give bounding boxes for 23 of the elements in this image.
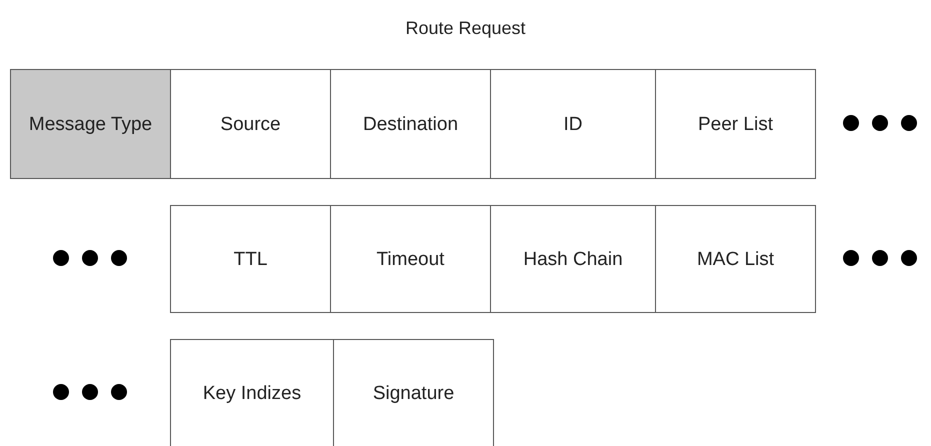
packet-field: [10, 69, 171, 179]
packet-field: [490, 205, 656, 313]
packet-field: [490, 69, 656, 179]
field-name: ID: [564, 112, 582, 136]
packet-field: [655, 205, 816, 313]
field-name: TTL: [234, 248, 268, 270]
field-name: Timeout: [376, 248, 444, 270]
diagram-title: Route Request: [405, 18, 526, 39]
field-name: Source: [220, 112, 281, 136]
field-name: Signature: [372, 382, 454, 404]
packet-field: [330, 205, 491, 313]
packet-field: [330, 69, 491, 179]
field-name: Peer List: [698, 112, 773, 136]
packet-field: [333, 339, 494, 446]
field-name: Message Type: [28, 112, 152, 136]
packet-field: [170, 69, 331, 179]
packet-field: [655, 69, 816, 179]
field-name: Destination: [362, 112, 458, 136]
packet-field: [170, 339, 334, 446]
field-name: Key Indizes: [202, 382, 302, 404]
field-name: Hash Chain: [523, 248, 623, 270]
field-name: MAC List: [696, 248, 774, 270]
packet-field: [170, 205, 331, 313]
